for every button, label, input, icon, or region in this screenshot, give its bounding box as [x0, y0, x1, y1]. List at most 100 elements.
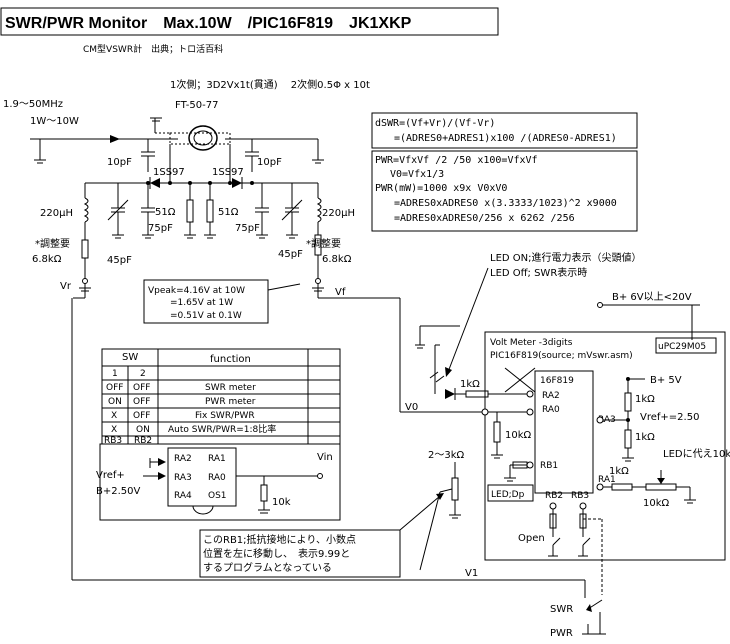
- regulator-label: uPC29M05: [658, 342, 706, 352]
- vpeak-pointer: [267, 283, 301, 291]
- table-header-sw: SW: [122, 352, 138, 363]
- table-r3-c2: OFF: [133, 411, 150, 421]
- voltmeter-line1: Volt Meter -3digits: [490, 338, 573, 348]
- detector-line: [85, 158, 318, 185]
- r51-right-label: 51Ω: [218, 207, 239, 218]
- cap-10pf-left-label: 10pF: [107, 157, 132, 168]
- note-pointer: [399, 495, 441, 531]
- capacitor-75pf-right: [255, 183, 269, 239]
- note-line3: するプログラムとなっている: [203, 561, 332, 574]
- capacitor-75pf-left: [141, 183, 155, 239]
- ic-pin-l2: RA3: [174, 473, 192, 483]
- note-box: [199, 529, 401, 578]
- core-label: FT-50-77: [175, 100, 218, 111]
- ic-pin-r1: RA1: [208, 454, 226, 464]
- table-r4-func: Auto SWR/PWR=1:8比率: [168, 423, 276, 435]
- swr-formula-box: [371, 112, 638, 149]
- v0-label: V0: [405, 402, 418, 413]
- c75-left-label: 75pF: [148, 223, 173, 234]
- led-replace-note: LEDに代え10kΩ: [663, 448, 730, 460]
- resistor-10k-v0: [491, 412, 503, 459]
- power-label: 1W～10W: [30, 116, 79, 127]
- table-header-2: 2: [140, 369, 146, 379]
- swr-formula-line2: =(ADRES0+ADRES1)x100 /(ADRES0-ADRES1): [394, 133, 617, 144]
- table-r2-c2: OFF: [133, 397, 150, 407]
- table-r3-func: Fix SWR/PWR: [195, 411, 255, 421]
- table-r2-c1: ON: [108, 397, 122, 407]
- pwr-formula-line1: PWR=VfxVf /2 /50 x100=VfxVf: [375, 155, 538, 166]
- pwr-formula-line2: V0=Vfx1/3: [390, 169, 444, 180]
- pin-ra2: RA2: [542, 391, 560, 401]
- table-r4-c1: X: [111, 425, 117, 435]
- table-r5-c2: RB2: [134, 436, 152, 446]
- table-r4-c2: ON: [136, 425, 150, 435]
- vpeak-line3: =0.51V at 0.1W: [170, 311, 242, 321]
- coax-line: [30, 135, 324, 164]
- table-r1-func: SWR meter: [205, 383, 256, 393]
- pwr-formula-box: [371, 150, 638, 232]
- led-note-pointer: [447, 267, 489, 373]
- pwr-label: PWR: [550, 628, 573, 639]
- adj-left-line2: 6.8kΩ: [32, 254, 62, 265]
- regulator-box: [655, 337, 717, 354]
- l220-left-label: 220μH: [40, 208, 73, 219]
- swr-formula-line1: dSWR=(Vf+Vr)/(Vf-Vr): [375, 118, 495, 129]
- note-line1: このRB1;抵抗接地により、小数点: [203, 533, 356, 546]
- resistor-51-left: [184, 183, 196, 239]
- led-off-note: LED Off; SWR表示時: [490, 266, 587, 279]
- trimmer-cap-right: [281, 183, 303, 239]
- vf-label: Vf: [335, 287, 346, 298]
- vref-label: Vref+=2.50: [640, 412, 699, 423]
- r10k-label: 10kΩ: [505, 430, 532, 441]
- diode-right: [232, 177, 243, 189]
- rb1-resistor: [504, 461, 534, 482]
- ic-block: [99, 443, 341, 521]
- title-box: [0, 7, 499, 36]
- pic-label: 16F819: [540, 376, 574, 386]
- function-table: [101, 348, 341, 445]
- ic-pin-r2: RA0: [208, 473, 226, 483]
- pwr-formula-line4: =ADRES0xADRES0 x(3.3333/1023)^2 x9000: [394, 198, 617, 209]
- inductor-left: [73, 183, 91, 299]
- diode-left: [149, 177, 160, 189]
- b6v-label: B+ 6V以上<20V: [612, 291, 692, 303]
- vr-label: Vr: [60, 281, 72, 292]
- v1-line: [71, 298, 586, 598]
- toroid-core: [150, 117, 231, 158]
- trimmer-cap-left: [107, 183, 129, 239]
- transformer-label: 1次側；3D2Vx1t(貫通) 2次側0.5Φ x 10t: [170, 78, 370, 91]
- subtitle: CM型VSWR計 出典；トロ活百科: [83, 43, 223, 55]
- vref-divider: [596, 379, 634, 462]
- table-r2-func: PWR meter: [205, 397, 256, 407]
- r51-left-label: 51Ω: [155, 207, 176, 218]
- pot-10k-label: 10kΩ: [643, 498, 670, 509]
- led-on-note: LED ON;進行電力表示（尖頭値）: [490, 251, 642, 264]
- pin-rb2: RB2: [545, 491, 563, 501]
- pic-box: [534, 370, 594, 494]
- c45-left-label: 45pF: [107, 255, 132, 266]
- vpeak-box: [143, 279, 269, 324]
- led-dp-box: [487, 484, 534, 502]
- diode-left-label: 1SS97: [153, 167, 185, 178]
- r1k-vref-bot-label: 1kΩ: [635, 432, 655, 443]
- table-r3-c1: X: [111, 411, 117, 421]
- pin-rb3: RB3: [571, 491, 589, 501]
- resistor-51-right: [204, 183, 216, 239]
- note-line2: 位置を左に移動し、 表示9.99と: [203, 547, 350, 560]
- ic-b250-label: B+2.50V: [96, 486, 141, 497]
- table-header-function: function: [210, 354, 251, 365]
- swr-label: SWR: [550, 604, 573, 615]
- adj-left-line1: *調整要: [35, 237, 70, 250]
- table-r5-c1: RB3: [104, 436, 122, 446]
- diode-right-label: 1SS97: [212, 167, 244, 178]
- capacitor-10pf-left: [141, 139, 155, 172]
- ic-pin-l1: RA2: [174, 454, 192, 464]
- r1k-led-label: 1kΩ: [460, 379, 480, 390]
- r1k-ra1-label: 1kΩ: [609, 466, 629, 477]
- table-r1-c2: OFF: [133, 383, 150, 393]
- voltmeter-box: [484, 331, 726, 561]
- swr-pwr-switch: [582, 599, 606, 635]
- freq-label: 1.9～50MHz: [3, 99, 63, 110]
- ic-vref-label: Vref+: [96, 470, 125, 481]
